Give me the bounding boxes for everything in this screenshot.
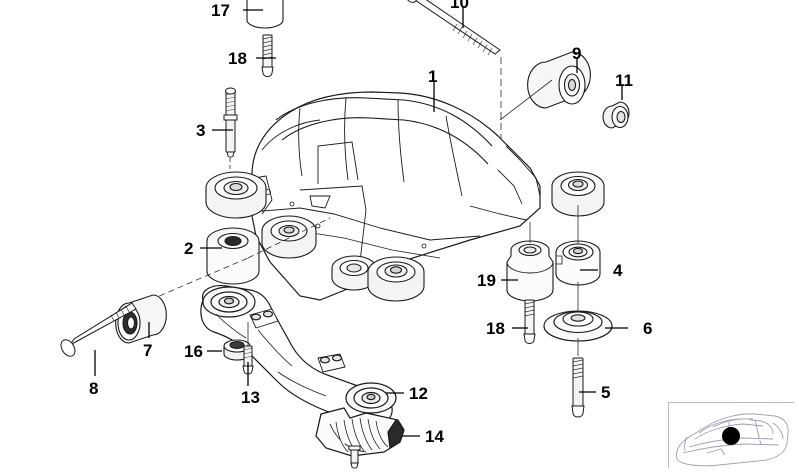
- part-17-bush-sleeve: [246, 0, 284, 29]
- callout-leader-lines: [94, 6, 628, 437]
- subframe-mount-bush-mid: [261, 215, 317, 259]
- part-9-bushing: [527, 51, 591, 109]
- callout-number-4: 4: [613, 261, 623, 280]
- part-3-long-bolt: [223, 87, 238, 158]
- callout-number-10: 10: [450, 0, 469, 12]
- part-19-sleeve: [506, 240, 554, 302]
- callout-number-8: 8: [89, 379, 99, 398]
- part-4-bush-mount: [555, 240, 601, 286]
- callout-number-6: 6: [643, 319, 653, 338]
- callout-number-19: 19: [477, 271, 496, 290]
- callout-number-3: 3: [196, 121, 206, 140]
- callout-number-1: 1: [428, 67, 438, 86]
- part-6-washer-plate: [543, 310, 613, 342]
- vehicle-location-inset: [668, 402, 795, 469]
- part-heat-shield-bolt: [348, 445, 361, 469]
- location-marker-dot: [722, 427, 740, 445]
- callout-number-9: 9: [572, 44, 582, 63]
- part-14-heat-shield: [315, 407, 405, 457]
- subframe-mount-bush-front-left: [205, 171, 267, 219]
- subframe-mount-bush-right: [551, 171, 605, 217]
- part-18-top-bolt: [261, 34, 274, 77]
- vehicle-outline-drawing: [669, 403, 795, 469]
- part-10-long-through-bolt: [404, 0, 501, 56]
- part-12-rear-control-arm: [200, 285, 397, 426]
- callout-number-11: 11: [615, 71, 633, 90]
- callout-number-17: 17: [211, 1, 230, 20]
- callout-number-5: 5: [601, 383, 611, 402]
- callout-number-2: 2: [184, 239, 194, 258]
- part-5-long-bolt: [571, 357, 585, 418]
- callout-number-18: 18: [486, 319, 505, 338]
- part-11-nut: [602, 101, 630, 129]
- callout-number-14: 14: [425, 427, 444, 446]
- part-8-long-bolt: [60, 302, 137, 357]
- callout-number-12: 12: [409, 384, 428, 403]
- part-18-right-bolt: [523, 299, 536, 344]
- callout-number-18: 18: [228, 49, 247, 68]
- callout-number-13: 13: [241, 388, 260, 407]
- part-1-rear-axle-subframe: [249, 91, 541, 301]
- subframe-mount-bush-rear-large: [367, 256, 425, 302]
- callout-number-7: 7: [143, 341, 153, 360]
- callout-number-16: 16: [184, 342, 203, 361]
